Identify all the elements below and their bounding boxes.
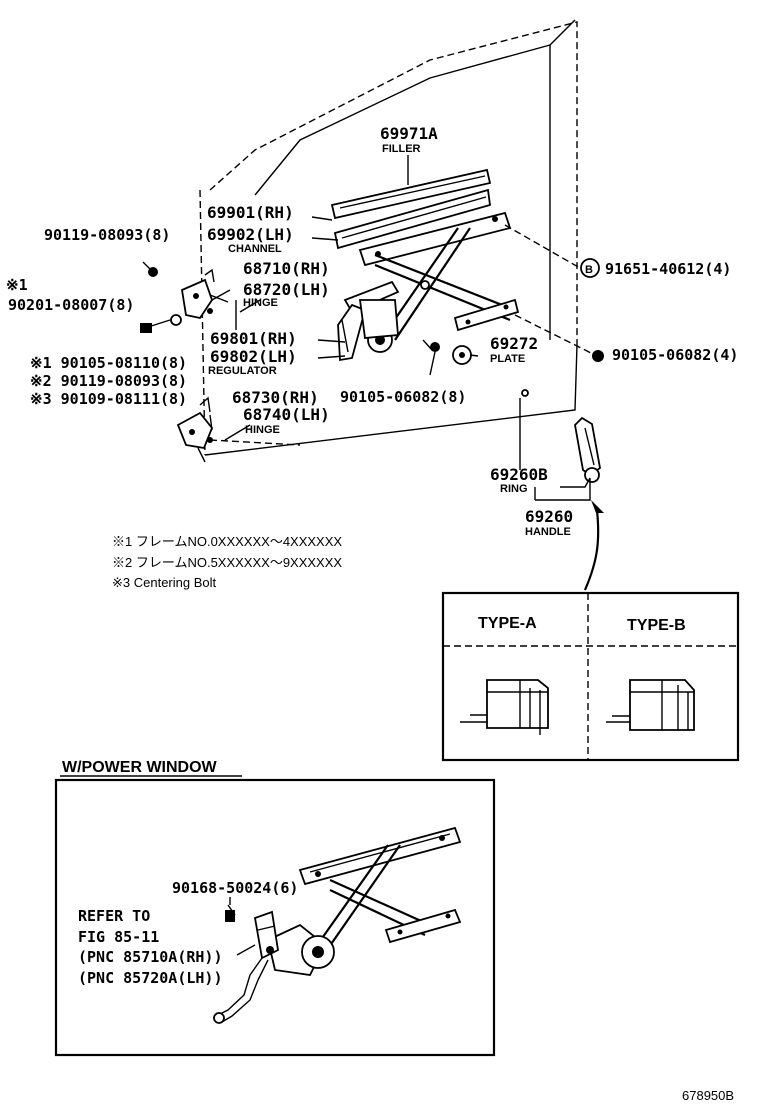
label-bolt-center: 90105-06082(8)	[340, 388, 466, 406]
label-hinge-lo-rh: 68730(RH)	[232, 388, 319, 407]
type-table: TYPE-A TYPE-B	[441, 591, 740, 762]
upper-hinge-part	[181, 268, 215, 320]
label-filler-name: FILLER	[382, 143, 421, 155]
type-a-label: TYPE-A	[478, 615, 537, 632]
label-bolt-alt2: ※2 90119-08093(8)	[30, 372, 187, 390]
label-channel-rh: 69901(RH)	[207, 203, 294, 222]
label-hinge-lo-name: HINGE	[245, 424, 280, 436]
label-filler-pn: 69971A	[380, 124, 438, 143]
label-handle-name: HANDLE	[525, 526, 571, 538]
refer-line-2: FIG 85-11	[78, 928, 159, 946]
refer-line-4: (PNC 85720A(LH))	[78, 969, 223, 987]
label-nut-b: 91651-40612(4)	[605, 260, 731, 278]
note-2: ※2 フレームNO.5XXXXXX～9XXXXXX	[112, 555, 342, 570]
note-1: ※1 フレームNO.0XXXXXX～4XXXXXX	[112, 534, 342, 549]
bolt-90201	[140, 314, 182, 333]
door-frame-outline	[199, 19, 578, 456]
lower-hinge-part	[176, 396, 214, 463]
note-3: ※3 Centering Bolt	[112, 575, 217, 590]
type-b-label: TYPE-B	[627, 617, 686, 634]
label-hinge-lo-lh: 68740(LH)	[243, 405, 330, 424]
label-regulator-name: REGULATOR	[208, 365, 277, 377]
leader-lines	[209, 155, 596, 501]
bolt-right	[592, 350, 604, 362]
power-window-section: W/POWER WINDOW	[54, 759, 496, 1057]
plate-part	[452, 345, 472, 365]
figure-code: 678950B	[682, 1088, 734, 1103]
refer-line-3: (PNC 85710A(RH))	[78, 948, 223, 966]
label-channel-lh: 69902(LH)	[207, 225, 294, 244]
refer-leader	[236, 944, 256, 956]
label-regulator-rh: 69801(RH)	[210, 329, 297, 348]
label-note1-mark: ※1	[6, 276, 28, 294]
arrow-to-type-table	[583, 500, 604, 591]
window-handle-part	[574, 416, 601, 483]
power-window-motor	[213, 910, 279, 1024]
type-a-illustration	[460, 679, 549, 735]
label-plate-name: PLATE	[490, 353, 525, 365]
label-plate-pn: 69272	[490, 334, 538, 353]
bolt-dot	[521, 389, 529, 397]
label-ring-name: RING	[500, 483, 528, 495]
power-window-title: W/POWER WINDOW	[62, 759, 218, 776]
filler-part	[330, 168, 492, 220]
svg-text:B: B	[585, 264, 593, 276]
label-channel-name: CHANNEL	[228, 243, 282, 255]
power-regulator-part	[266, 826, 462, 976]
label-bolt-n1: 90201-08007(8)	[8, 296, 134, 314]
label-hinge-up-lh: 68720(LH)	[243, 280, 330, 299]
refer-line-1: REFER TO	[78, 907, 150, 925]
label-hinge-up-name: HINGE	[243, 297, 278, 309]
label-handle-pn: 69260	[525, 507, 573, 526]
label-regulator-lh: 69802(LH)	[210, 347, 297, 366]
nut-b-part: B	[580, 258, 600, 278]
power-bolt-part	[225, 904, 236, 922]
type-b-illustration	[606, 679, 695, 731]
label-bolt-right: 90105-06082(4)	[612, 346, 738, 364]
label-bolt-top: 90119-08093(8)	[44, 226, 170, 244]
bolt-center	[422, 339, 440, 352]
part-labels: 69971A FILLER 69901(RH) 69902(LH) CHANNE…	[6, 124, 738, 538]
label-bolt-alt3: ※3 90109-08111(8)	[30, 390, 187, 408]
label-bolt-alt1: ※1 90105-08110(8)	[30, 354, 187, 372]
power-bolt-label: 90168-50024(6)	[172, 879, 298, 897]
bolt-90119-top	[142, 261, 158, 277]
channel-part	[333, 188, 491, 250]
label-ring-pn: 69260B	[490, 465, 548, 484]
frame-number-notes: ※1 フレームNO.0XXXXXX～4XXXXXX ※2 フレームNO.5XXX…	[112, 534, 342, 590]
label-hinge-up-rh: 68710(RH)	[243, 259, 330, 278]
